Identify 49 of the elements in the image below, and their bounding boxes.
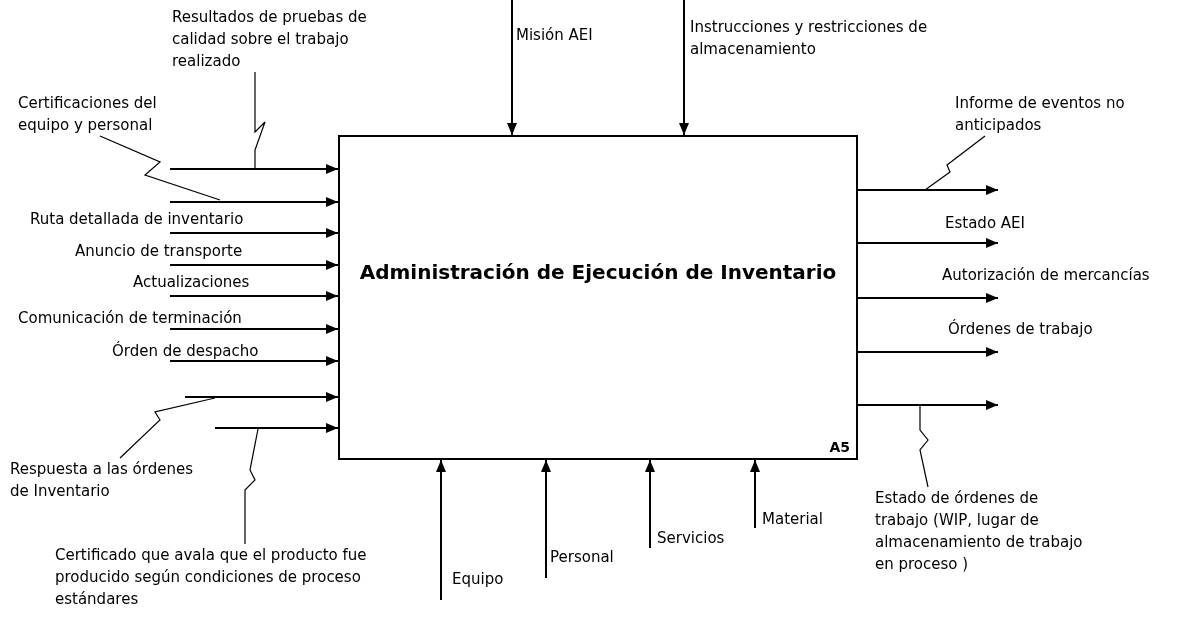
arrow-label: Informe de eventos no anticipados [955, 92, 1135, 136]
leader-line [244, 428, 259, 545]
edge-label: Servicios [657, 528, 726, 549]
arrow [507, 0, 517, 136]
edge-label: Comunicación de terminación [18, 308, 243, 329]
edge-label: Misión AEI [516, 25, 594, 46]
edge-label: Autorización de mercancías [942, 265, 1151, 286]
leader-line [119, 397, 216, 459]
arrow-label: Respuesta a las órdenes de Inventario [10, 458, 210, 502]
leader-line [99, 135, 221, 201]
arrow-label: Resultados de pruebas de calidad sobre el trabajo realizado [172, 6, 382, 72]
arrow [750, 459, 760, 529]
arrow [857, 185, 999, 195]
edge-label: Anuncio de transporte [75, 241, 244, 262]
arrow [169, 260, 339, 270]
arrow [169, 356, 339, 366]
edge-label: Actualizaciones [133, 272, 251, 293]
leader-line [254, 71, 266, 170]
arrow [169, 324, 339, 334]
arrow [436, 459, 446, 601]
arrow [169, 228, 339, 238]
edge-label: Órdenes de trabajo [948, 318, 1094, 340]
leader-line [924, 135, 986, 191]
edge-label: Instrucciones y restricciones de almacenamiento [690, 17, 929, 60]
arrow [169, 197, 339, 207]
arrow [857, 347, 999, 357]
arrow-label: Certificaciones del equipo y personal [18, 92, 188, 136]
arrow [169, 291, 339, 301]
edge-label: Personal [550, 547, 615, 568]
leader-line [919, 405, 929, 488]
arrow-label: Estado de órdenes de trabajo (WIP, lugar de almacenamiento de trabajo en proceso ) [875, 487, 1085, 575]
edge-label: Ruta detallada de inventario [30, 209, 245, 230]
process-box [338, 135, 858, 460]
arrow [857, 400, 999, 410]
arrow [857, 238, 999, 248]
arrow [645, 459, 655, 549]
arrow [184, 392, 339, 402]
node-number: A5 [829, 439, 850, 455]
arrow-label: Certificado que avala que el producto fue producido según condiciones de proceso estándares [55, 544, 395, 610]
arrow [169, 164, 339, 174]
process-title: Administración de Ejecución de Inventario [358, 259, 838, 286]
edge-label: Equipo [452, 569, 505, 590]
edge-label: Material [762, 509, 824, 530]
arrow [541, 459, 551, 579]
edge-label: Órden de despacho [112, 340, 260, 362]
arrow [679, 0, 689, 136]
edge-label: Estado AEI [945, 213, 1026, 234]
arrow [214, 423, 339, 433]
arrow [857, 293, 999, 303]
